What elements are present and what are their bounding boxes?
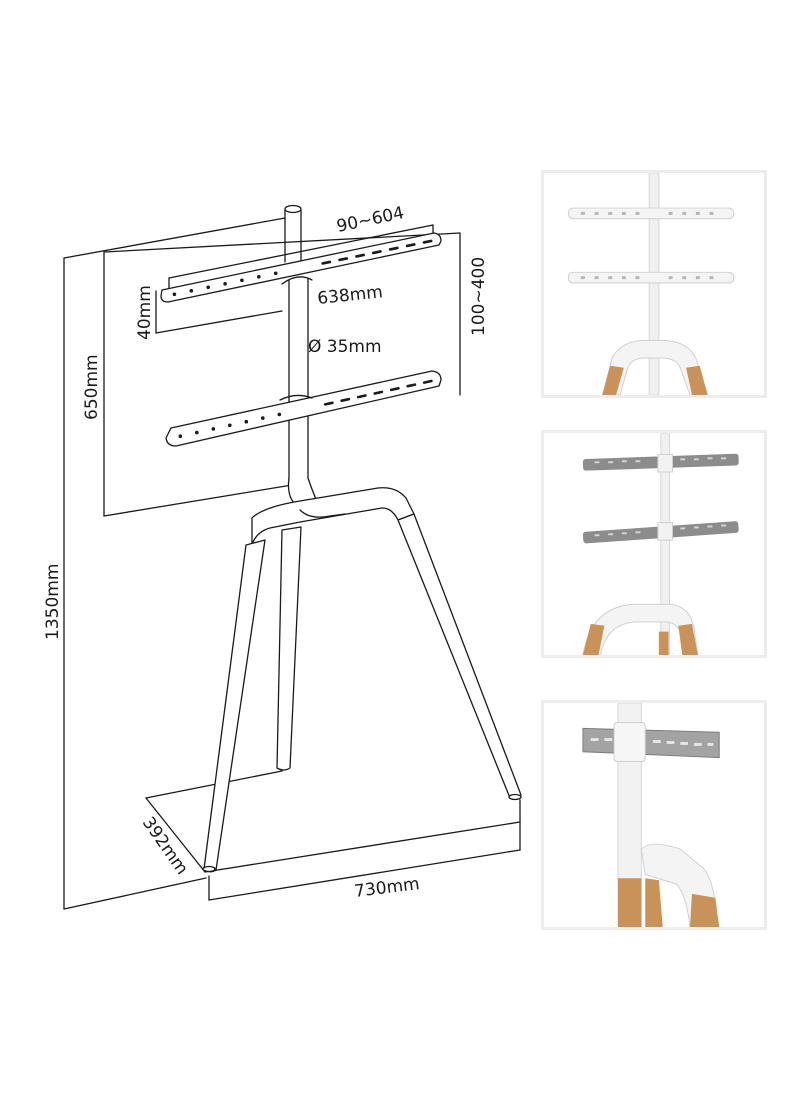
bracket-slot-hole xyxy=(178,434,183,439)
bracket-slot-hole xyxy=(405,243,416,248)
total-height-dimension xyxy=(63,217,286,910)
bracket-slot-hole xyxy=(277,412,282,417)
bracket-slot-hole xyxy=(389,387,400,392)
bracket-slot-hole xyxy=(195,430,199,435)
bracket-height-marks xyxy=(155,290,283,334)
bracket-slot-hole xyxy=(340,397,351,402)
bracket-slot-hole xyxy=(422,379,433,384)
pole-diameter-label: Ø 35mm xyxy=(308,337,382,357)
bracket-slot-hole xyxy=(240,278,244,283)
pitch-range-label: 90~604 xyxy=(335,203,406,237)
white-brackets-detail-panel xyxy=(541,170,767,398)
left-leg xyxy=(202,539,266,873)
pole-top-cap xyxy=(284,204,302,263)
bracket-slot-holes xyxy=(172,239,433,439)
bracket-slot-hole xyxy=(321,260,332,265)
bracket-slot-hole xyxy=(206,285,210,290)
right-leg xyxy=(397,513,522,801)
bracket-slot-hole xyxy=(211,427,216,431)
total-height-label: 1350mm xyxy=(43,564,63,640)
bracket-width-label: 638mm xyxy=(316,282,383,309)
bracket-slot-hole xyxy=(172,292,177,297)
bracket-slot-hole xyxy=(406,383,417,388)
bracket-slot-hole xyxy=(422,239,433,244)
bracket-slot-hole xyxy=(244,419,249,424)
bracket-clamp-closeup-panel xyxy=(541,700,767,930)
bracket-slot-hole xyxy=(189,289,194,293)
screen-outline xyxy=(103,232,461,517)
vertical-adjust-label: 100~400 xyxy=(469,257,489,336)
grey-brackets-photo xyxy=(544,433,764,655)
bracket-clamp-photo xyxy=(544,703,764,927)
bracket-slot-hole xyxy=(371,250,382,255)
floor-footprint xyxy=(145,770,521,901)
bracket-slot-hole xyxy=(373,390,384,395)
bracket-slot-hole xyxy=(388,246,399,251)
bracket-slot-hole xyxy=(257,275,261,279)
white-brackets-photo xyxy=(544,173,764,395)
bracket-slot-hole xyxy=(323,401,334,406)
bracket-slot-hole xyxy=(261,416,265,420)
bracket-slot-hole xyxy=(273,271,278,276)
grey-brackets-detail-panel xyxy=(541,430,767,658)
rear-leg xyxy=(276,526,302,771)
upper-bracket xyxy=(160,232,442,303)
bracket-slot-hole xyxy=(228,423,232,428)
bracket-slot-hole xyxy=(338,257,349,262)
bracket-slot-hole xyxy=(355,253,366,258)
lower-bracket xyxy=(165,370,442,447)
bracket-slot-hole xyxy=(223,282,227,286)
center-pole xyxy=(281,276,313,481)
screen-height-label: 650mm xyxy=(82,354,102,420)
leg-width-label: 730mm xyxy=(353,874,421,902)
bracket-slot-hole xyxy=(356,394,367,399)
bracket-height-label: 40mm xyxy=(135,285,155,340)
